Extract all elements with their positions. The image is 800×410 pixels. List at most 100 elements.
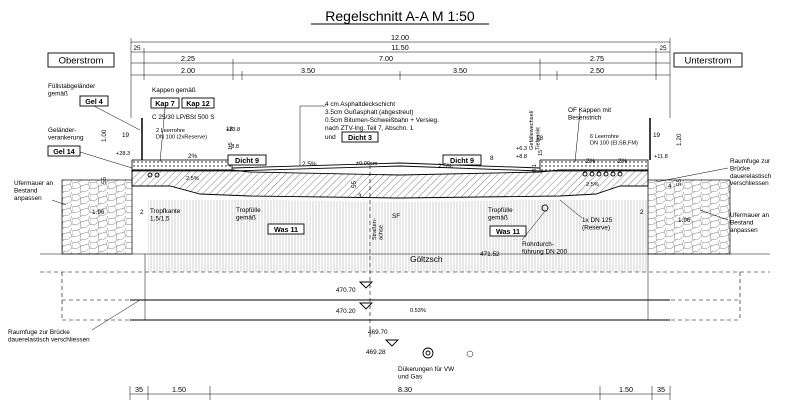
label-concrete: C 25/30 LP/BSt 500 S [152, 114, 215, 121]
dim-edge-right: 25 [659, 45, 667, 52]
label-kappen: Kappen gemäß [152, 87, 196, 94]
dim-3: 3 [358, 193, 362, 200]
bottom-dim-3: 8.30 [398, 385, 412, 394]
kappe-right [539, 159, 649, 172]
bottom-dim-4: 1.50 [619, 385, 633, 394]
label-dicht9-a: Dicht 9 [235, 156, 259, 165]
bottom-dimension-lines [129, 386, 671, 400]
label-goeltzsch: Göltzsch [410, 254, 443, 264]
label-dicht3: Dicht 3 [348, 133, 372, 142]
dim-19b: 19 [653, 132, 661, 139]
label-oberstrom: Oberstrom [59, 56, 104, 67]
slope-6: 0.53% [410, 308, 426, 314]
level-000: ±0.00cm [356, 161, 378, 167]
kappe-left [131, 159, 233, 172]
level-47152: 471.52 [480, 251, 500, 258]
dim-18a: 18 [226, 126, 234, 133]
slope-2: 2.5% [302, 161, 317, 168]
bottom-dim-1: 35 [135, 385, 143, 394]
dim-row3-b: 3.50 [301, 66, 315, 75]
dim-inner: 11.50 [391, 43, 408, 52]
slope-1: 2% [188, 153, 198, 160]
dim-15: 1.5 [228, 142, 234, 150]
slope-4: 2% [586, 158, 596, 165]
leader-lines [51, 105, 729, 331]
level-118: +11.8 [654, 154, 668, 160]
dim-18b: 18 [536, 135, 544, 142]
level-47070: 470.70 [336, 287, 356, 294]
dim-row2-c: 2.75 [590, 54, 604, 63]
dim-196b: 1.96 [678, 217, 691, 224]
level-63: +6.3 [516, 146, 527, 152]
dim-4: 4 [668, 183, 672, 190]
label-belag-5: und [325, 134, 336, 141]
dim-row3-a: 2.00 [181, 66, 195, 75]
dim-8: 8 [490, 155, 494, 162]
label-gel4: Gel 4 [85, 97, 103, 106]
label-rohrdurch: Rohrdurch-führung DN 200 [522, 241, 568, 255]
label-dn125: 1x DN 125(Reserve) [582, 217, 613, 231]
label-gel14: Gel 14 [53, 147, 75, 156]
dim-row3-c: 3.50 [453, 66, 467, 75]
dim-100: 1.00 [101, 129, 108, 142]
dim-196a: 1.96 [92, 209, 105, 216]
dim-total: 12.00 [391, 33, 409, 42]
ufermauer-left [61, 179, 133, 255]
label-dicht9-b: Dicht 9 [450, 156, 474, 165]
label-kap12: Kap 12 [186, 99, 210, 108]
top-dimension-lines [130, 38, 671, 118]
label-unterstrom: Unterstrom [685, 56, 732, 67]
dim-edge-left: 25 [133, 45, 141, 52]
label-was11-a: Was 11 [274, 225, 298, 234]
level-88: +8.8 [228, 144, 239, 150]
slope-small-l: 2,5% [186, 176, 199, 182]
dim-2b: 2 [640, 209, 644, 216]
level-46970: 469.70 [368, 329, 388, 336]
dim-55c: 55 [676, 178, 683, 186]
level-46928: 469.28 [366, 349, 386, 356]
drawing-title: Regelschnitt A-A M 1:50 [325, 8, 475, 24]
slope-5: 2% [618, 158, 628, 165]
label-belag-2: 3.5cm Gußasphalt (abgestreut) [325, 109, 413, 116]
slope-3: 2.5% [438, 163, 453, 170]
bottom-dim-5: 35 [657, 385, 665, 394]
ufermauer-right [647, 179, 731, 255]
dim-81: 8.1 [532, 164, 538, 172]
dim-row2-a: 2.25 [181, 54, 195, 63]
dim-19a: 19 [122, 132, 130, 139]
label-belag-3: 0.5cm Bitumen-Schweißbahn + Versieg. [325, 117, 439, 124]
dim-120: 1.20 [676, 133, 683, 146]
dim-row2-b: 7.00 [379, 54, 393, 63]
slope-small-r: 2,5% [586, 182, 599, 188]
level-88b: +8.8 [516, 154, 527, 160]
level-238: +23.8 [226, 127, 240, 133]
label-belag-1: 4 cm Asphaltdeckschicht [325, 101, 395, 108]
label-was11-b: Was 11 [496, 227, 520, 236]
label-strassenachse: Straßen-achse [372, 218, 384, 240]
dim-55a: 55 [101, 176, 108, 184]
dim-15b: 15 [538, 150, 544, 156]
level-47020: 470.20 [336, 308, 356, 315]
bottom-dim-2: 1.50 [172, 385, 186, 394]
dim-2a: 2 [140, 209, 144, 216]
dim-55b: 55 [351, 180, 358, 188]
bridge-deck [131, 169, 649, 199]
label-gelaender: Geländer-verankerung [48, 127, 84, 141]
level-283: +28.3 [116, 151, 130, 157]
label-belag-4: nach ZTV-Ing. Teil 7, Abschn. 1 [325, 125, 414, 132]
label-gefaelle: Gefällewechsel/Tiefpunkt [529, 110, 541, 150]
label-sf: SF [392, 213, 400, 220]
